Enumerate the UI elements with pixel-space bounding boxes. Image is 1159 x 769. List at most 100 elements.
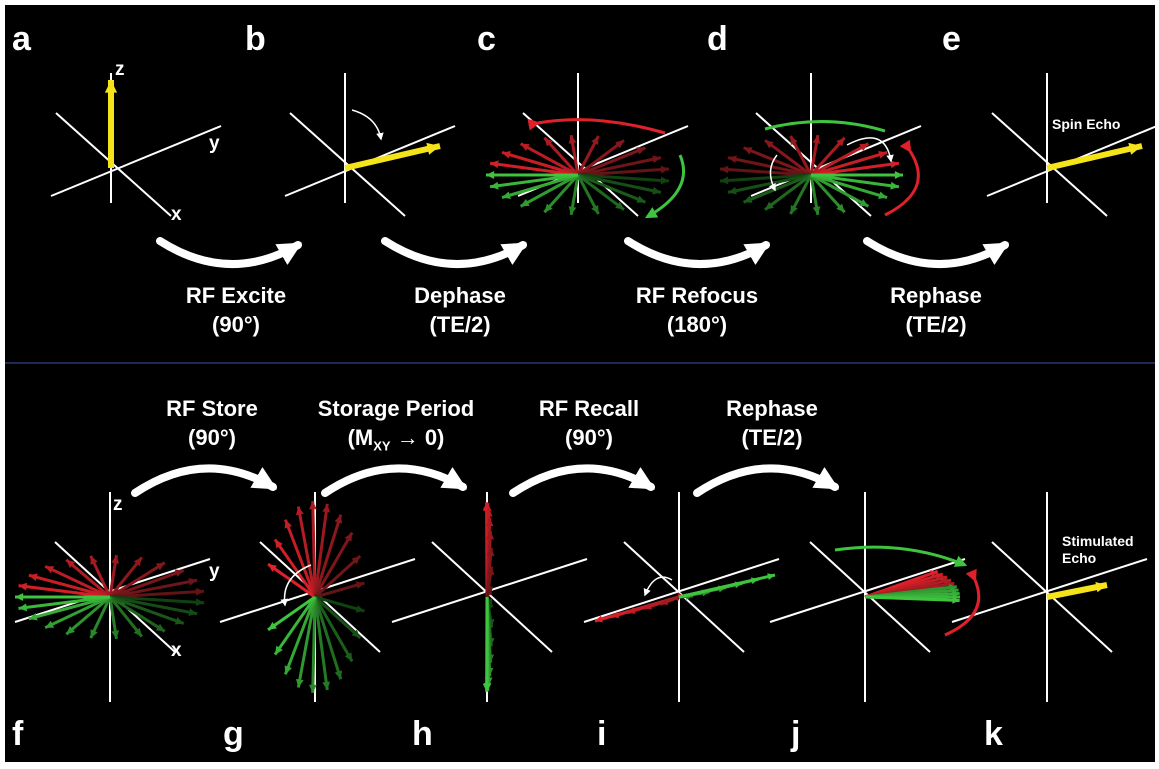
- step-rf-excite-angle: (90°): [212, 312, 260, 337]
- stored-tilted-spin-8: [313, 554, 362, 599]
- stored-tilted-spin-5: [313, 503, 329, 598]
- dephased-spin-8: [577, 146, 647, 177]
- stored-spin-11-head: [195, 587, 205, 596]
- stored-tilted-spin-2-head: [284, 519, 292, 529]
- arc-green-d: [764, 120, 886, 133]
- stored-tilted-spin-9-head: [355, 581, 365, 589]
- stored-tilted-spin-2: [283, 519, 317, 598]
- magnetization-vector-e: [1046, 143, 1143, 171]
- dephased-spin-13-head: [636, 195, 646, 203]
- step-storage-period: Storage Period (MXY → 0): [286, 394, 506, 460]
- longitudinal-spin-4-head: [486, 531, 495, 540]
- axis-label-x-bottom: x: [171, 640, 182, 661]
- refocused-spin-1: [810, 161, 900, 177]
- step-rephase-top-name: Rephase: [890, 283, 982, 308]
- recalled-spin-11-head: [767, 573, 775, 581]
- dephased-spin-2: [501, 151, 579, 177]
- dephased-spin-20-head: [490, 181, 499, 190]
- dephased-spin-5-head: [568, 135, 577, 144]
- stored-tilted-spin-1-head: [274, 539, 283, 549]
- stored-tilted-spin-7-head: [344, 532, 353, 542]
- step-rephase-bottom-name: Rephase: [726, 396, 818, 421]
- dephased-spin-9: [577, 156, 662, 177]
- refocused-spin-13-head: [743, 195, 753, 203]
- stored-spin-7-head: [133, 557, 142, 567]
- stored-spin-7: [108, 556, 143, 598]
- rephasing-spin-0-head: [929, 570, 938, 577]
- refocused-spin-20-head: [890, 181, 899, 190]
- stored-tilted-spin-4: [311, 501, 317, 598]
- stored-tilted-spin-9: [314, 581, 365, 599]
- step-dephase-time: (TE/2): [429, 312, 491, 337]
- dephased-spin-7-head: [615, 140, 624, 149]
- stored-spin-10: [109, 578, 198, 599]
- dephased-spin-17: [543, 173, 580, 214]
- stored-tilted-spin-12-head: [344, 652, 353, 662]
- longitudinal-spin-15-head: [482, 683, 491, 692]
- magnetization-vector-k-head: [1095, 582, 1107, 593]
- refocused-spin-18-head: [859, 198, 869, 207]
- rephasing-spin-2-head: [939, 575, 948, 583]
- stored-tilted-spin-16: [296, 596, 317, 688]
- axis-label-z-bottom: z: [113, 494, 123, 515]
- longitudinal-spin-5-head: [486, 547, 495, 557]
- magnetization-vector-b-head: [426, 142, 440, 155]
- dephased-spin-12: [577, 173, 662, 194]
- step-rf-store-angle: (90°): [188, 425, 236, 450]
- dephased-spin-14: [577, 173, 625, 211]
- process-arrow-storage: [321, 464, 468, 497]
- stored-tilted-spin-17-head: [284, 665, 292, 675]
- stored-spin-18-head: [90, 629, 98, 639]
- refocused-spin-11: [719, 173, 812, 183]
- flip-hint-d1: [768, 154, 778, 192]
- panel-letter-h: h: [412, 715, 433, 753]
- stored-tilted-spin-5-head: [322, 503, 331, 513]
- stored-spin-9: [109, 569, 185, 599]
- stored-tilted-spin-4-head: [308, 501, 317, 510]
- dephased-spin-1: [489, 161, 579, 177]
- step-rf-excite: RF Excite (90°): [126, 281, 346, 339]
- panel-letter-g: g: [223, 715, 244, 753]
- process-arrow-rf-refocus: [624, 237, 771, 269]
- refocused-spin-14-head: [765, 201, 774, 210]
- stored-spin-15-head: [155, 623, 165, 632]
- step-rephase-top: Rephase (TE/2): [826, 281, 1046, 339]
- axes-h-x-axis: [431, 541, 553, 653]
- step-dephase-name: Dephase: [414, 283, 506, 308]
- step-rf-refocus-name: RF Refocus: [635, 283, 759, 308]
- stored-tilted-spin-18: [273, 596, 317, 656]
- stored-tilted-spin-18-head: [274, 645, 283, 655]
- refocused-spin-13: [742, 173, 812, 204]
- refocused-spin-21-head: [894, 171, 903, 179]
- refocused-spin-3: [810, 142, 870, 177]
- magnetization-vector-a-head: [104, 80, 118, 93]
- stimulated-echo-line2: Echo: [1062, 550, 1097, 566]
- refocused-spin-2-head: [878, 151, 888, 159]
- axes-j-y-axis: [769, 558, 966, 623]
- stored-tilted-spin-1: [273, 538, 317, 598]
- stored-spin-20: [44, 595, 111, 630]
- panel-letter-b: b: [245, 20, 266, 58]
- dephased-spin-10: [577, 167, 670, 177]
- stored-spin-13-head: [188, 608, 198, 617]
- stored-spin-16: [108, 596, 143, 638]
- dephased-spin-18-head: [520, 198, 530, 207]
- longitudinal-spin-7-head: [484, 586, 492, 596]
- step-rf-refocus-angle: (180°): [666, 312, 728, 337]
- stored-spin-15: [109, 595, 166, 633]
- rotation-hint-b: [351, 109, 384, 141]
- panel-letter-i: i: [597, 715, 607, 753]
- refocused-spin-19-head: [878, 191, 888, 199]
- stored-spin-19-head: [66, 626, 75, 635]
- stored-spin-8-head: [155, 562, 165, 571]
- stored-spin-1: [18, 584, 111, 599]
- refocused-spin-18: [810, 173, 870, 208]
- rephasing-spin-1-head: [934, 572, 943, 580]
- stored-tilted-spin-13-head: [334, 670, 343, 680]
- refocused-spin-16-head: [812, 206, 821, 215]
- process-arrow-rf-excite: [156, 237, 303, 269]
- arc-green-c: [644, 154, 685, 219]
- stored-tilted-spin-10: [314, 595, 365, 613]
- dephased-spin-10-head: [660, 165, 669, 174]
- step-storage-period-condition: (MXY → 0): [286, 423, 506, 460]
